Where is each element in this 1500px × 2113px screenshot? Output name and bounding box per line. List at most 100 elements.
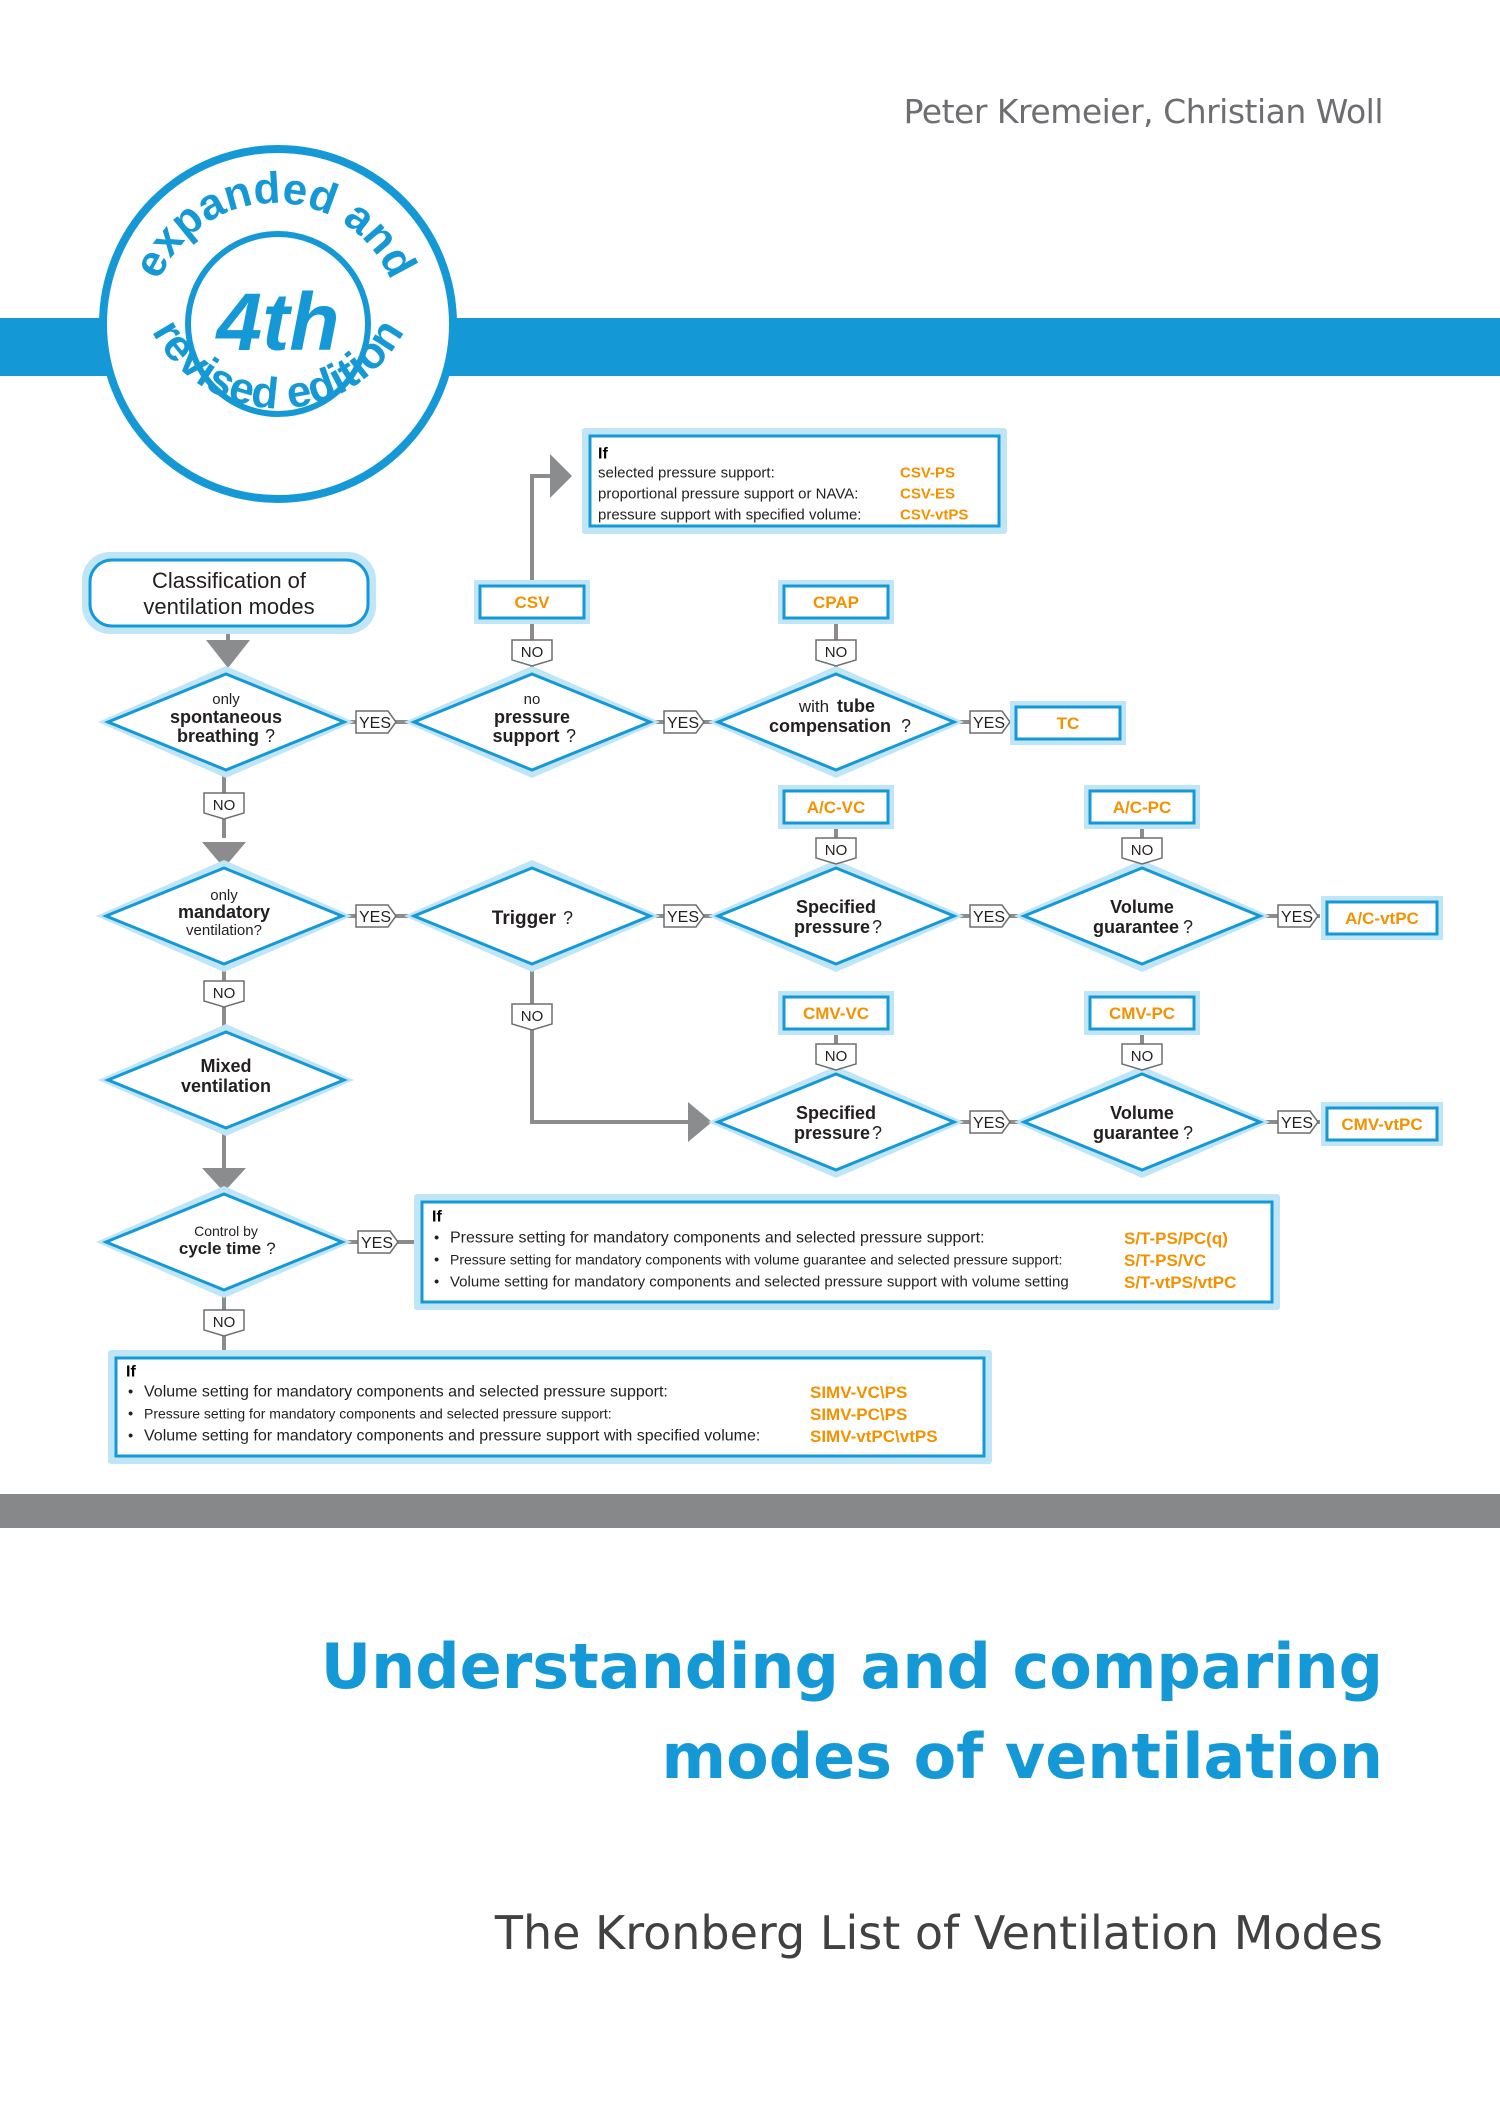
diamond-text: ? <box>266 1239 275 1258</box>
mode-box-cpap: CPAP <box>778 580 894 624</box>
diamond-text: mandatory <box>178 902 270 922</box>
diamond-text: only <box>210 887 238 904</box>
yes-tag: YES <box>355 710 397 734</box>
no-label: NO <box>521 644 544 661</box>
diamond-text: Control by <box>194 1223 258 1239</box>
box-csv-row-text: pressure support with specified volume: <box>598 506 861 523</box>
box-simv-if: If <box>126 1363 136 1380</box>
title-line: modes of ventilation <box>661 1720 1383 1793</box>
cycle-time-diamond <box>96 1186 352 1298</box>
diamond-text: no <box>524 691 541 708</box>
yes-tag: YES <box>357 1230 399 1254</box>
no-label: NO <box>521 1008 544 1025</box>
box-simv-row-mode: SIMV-vtPC\vtPS <box>810 1427 938 1446</box>
no-tag: NO <box>203 980 245 1008</box>
edition-badge: expanded and revised edition 4th <box>99 145 457 503</box>
diamond-text: breathing <box>177 726 259 746</box>
diamond-text: ? <box>872 1123 882 1143</box>
diamond-text: Volume <box>1110 897 1174 917</box>
volume-guarantee-diamond-1 <box>1014 860 1270 972</box>
pressure-support-diamond <box>404 666 660 778</box>
no-label: NO <box>213 1314 236 1331</box>
no-label: NO <box>825 644 848 661</box>
yes-label: YES <box>1281 1115 1313 1132</box>
diamond-text: Trigger <box>492 908 557 929</box>
box-st-if: If <box>432 1208 442 1225</box>
box-st-row-text: Pressure setting for mandatory component… <box>450 1251 1062 1267</box>
book-title: Understanding and comparing modes of ven… <box>283 1622 1383 1802</box>
diamond-text: ventilation <box>181 1076 271 1096</box>
title-line: Understanding and comparing <box>320 1630 1383 1703</box>
mode-box-cmvvtpc: CMV-vtPC <box>1321 1102 1443 1146</box>
yes-label: YES <box>973 1115 1005 1132</box>
diamond-text: Specified <box>796 897 876 917</box>
box-csv-if: If <box>598 445 608 462</box>
bullet: • <box>434 1251 439 1268</box>
spontaneous-breathing-diamond <box>98 666 354 778</box>
bullet: • <box>434 1273 439 1290</box>
mode-box-acvtpc: A/C-vtPC <box>1321 896 1443 940</box>
box-csv-row-text: proportional pressure support or NAVA: <box>598 485 858 502</box>
yes-tag: YES <box>1277 904 1319 928</box>
mixed-ventilation-diamond <box>98 1024 354 1136</box>
mode-box-cmvpc: CMV-PC <box>1084 991 1200 1035</box>
box-csv-row-text: selected pressure support: <box>598 464 775 481</box>
yes-label: YES <box>1281 909 1313 926</box>
diamond-text: ventilation? <box>186 922 262 939</box>
st-info-box: If • Pressure setting for mandatory comp… <box>414 1194 1280 1310</box>
diamond-text: ? <box>566 726 576 746</box>
yes-tag: YES <box>663 710 705 734</box>
yes-tag: YES <box>969 904 1011 928</box>
box-simv-row-mode: SIMV-VC\PS <box>810 1383 907 1402</box>
mode-label: CSV <box>515 593 551 612</box>
box-st-row-mode: S/T-PS/PC(q) <box>1124 1229 1228 1248</box>
diamond-text: pressure <box>794 917 870 937</box>
mode-label: A/C-VC <box>807 798 866 817</box>
diamond-text: ? <box>563 908 573 928</box>
box-csv-row-mode: CSV-ES <box>900 485 955 502</box>
yes-label: YES <box>667 715 699 732</box>
mode-label: CMV-PC <box>1109 1004 1175 1023</box>
box-csv-row-mode: CSV-vtPS <box>900 506 968 523</box>
mode-label: CMV-VC <box>803 1004 869 1023</box>
book-subtitle: The Kronberg List of Ventilation Modes <box>494 1906 1383 1960</box>
diamond-text: guarantee <box>1093 917 1179 937</box>
no-label: NO <box>1131 842 1154 859</box>
box-st-row-mode: S/T-PS/VC <box>1124 1251 1206 1270</box>
mode-label: A/C-PC <box>1113 798 1172 817</box>
diamond-text: support <box>493 726 560 746</box>
yes-tag: YES <box>355 904 397 928</box>
diamond-text: ? <box>872 917 882 937</box>
yes-tag: YES <box>1277 1110 1319 1134</box>
trigger-diamond <box>404 860 660 972</box>
specified-pressure-diamond-2 <box>708 1066 964 1178</box>
no-label: NO <box>825 842 848 859</box>
diamond-text: spontaneous <box>170 707 282 727</box>
no-label: NO <box>825 1048 848 1065</box>
mode-box-acpc: A/C-PC <box>1084 785 1200 829</box>
gray-band <box>0 1494 1500 1528</box>
yes-label: YES <box>667 909 699 926</box>
yes-label: YES <box>973 715 1005 732</box>
no-tag: NO <box>203 1309 245 1337</box>
authors: Peter Kremeier, Christian Woll <box>903 92 1384 131</box>
mode-box-csv: CSV <box>474 580 590 624</box>
yes-label: YES <box>973 909 1005 926</box>
diamond-text: ? <box>265 726 275 746</box>
diamond-text: Volume <box>1110 1103 1174 1123</box>
diamond-text: ? <box>901 716 911 736</box>
box-simv-row-text: Volume setting for mandatory components … <box>144 1383 668 1400</box>
mandatory-ventilation-diamond <box>96 860 352 972</box>
no-label: NO <box>1131 1048 1154 1065</box>
diamond-text: with <box>798 697 829 716</box>
diamond-text: tube <box>837 696 875 716</box>
box-st-row-mode: S/T-vtPS/vtPC <box>1124 1273 1236 1292</box>
yes-tag: YES <box>969 1110 1011 1134</box>
diamond-text: cycle time <box>179 1239 261 1258</box>
mode-label: CMV-vtPC <box>1341 1115 1422 1134</box>
volume-guarantee-diamond-2 <box>1014 1066 1270 1178</box>
diamond-text: Mixed <box>200 1056 251 1076</box>
